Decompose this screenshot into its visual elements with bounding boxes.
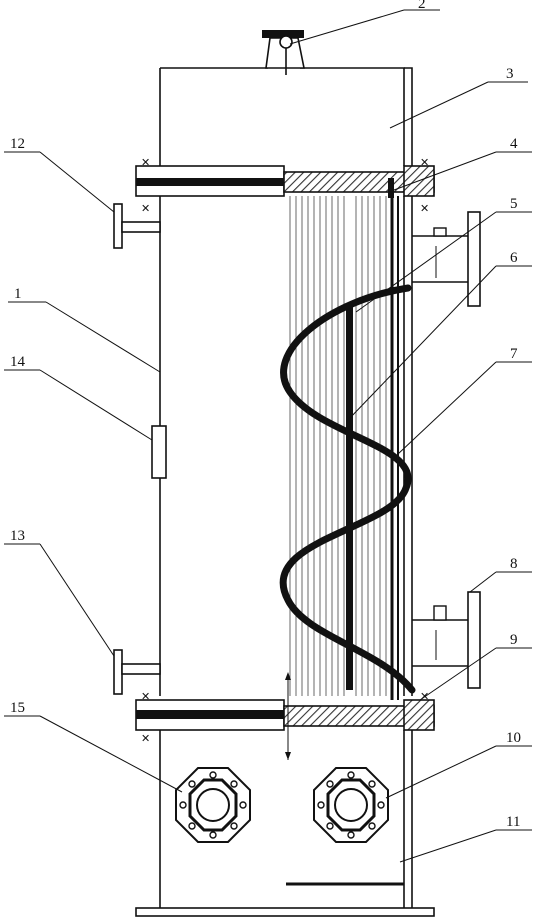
callout-9: 9 — [510, 632, 518, 648]
helical-baffle — [279, 284, 416, 694]
manhole-left — [175, 767, 251, 843]
callout-12: 12 — [10, 136, 25, 152]
callout-13: 13 — [10, 528, 25, 544]
nozzle-lower-left — [113, 649, 161, 695]
callout-3: 3 — [506, 66, 514, 82]
callout-14: 14 — [10, 354, 26, 370]
svg-text:✕: ✕ — [141, 691, 150, 703]
callout-7: 7 — [510, 346, 518, 362]
svg-text:✕: ✕ — [141, 733, 150, 745]
callout-5: 5 — [510, 196, 518, 212]
svg-text:✕: ✕ — [420, 203, 429, 215]
callout-8: 8 — [510, 556, 518, 572]
top-head — [159, 67, 413, 166]
callout-4: 4 — [510, 136, 518, 152]
bottom-flange: ✕ ✕ ✕ — [135, 672, 435, 760]
callout-10: 10 — [506, 730, 521, 746]
top-flange: ✕ ✕ ✕ ✕ — [135, 157, 435, 215]
callout-6: 6 — [510, 250, 518, 266]
callout-1: 1 — [14, 286, 22, 302]
vent-valve — [262, 30, 305, 69]
callout-labels: 1 2 3 4 5 6 7 8 9 10 11 12 13 14 15 — [10, 0, 521, 830]
center-rod — [346, 305, 353, 690]
nozzle-lower-right — [412, 591, 481, 689]
svg-text:✕: ✕ — [141, 203, 150, 215]
nozzle-upper-right — [412, 211, 481, 307]
sight-glass — [151, 425, 167, 479]
bottom-head — [135, 730, 435, 917]
leader-lines — [4, 9, 532, 863]
callout-11: 11 — [506, 814, 520, 830]
svg-text:✕: ✕ — [141, 157, 150, 169]
nozzle-upper-left — [113, 203, 161, 249]
manhole-right — [313, 767, 389, 843]
callout-2: 2 — [418, 0, 426, 12]
svg-text:✕: ✕ — [420, 157, 429, 169]
callout-15: 15 — [10, 700, 25, 716]
